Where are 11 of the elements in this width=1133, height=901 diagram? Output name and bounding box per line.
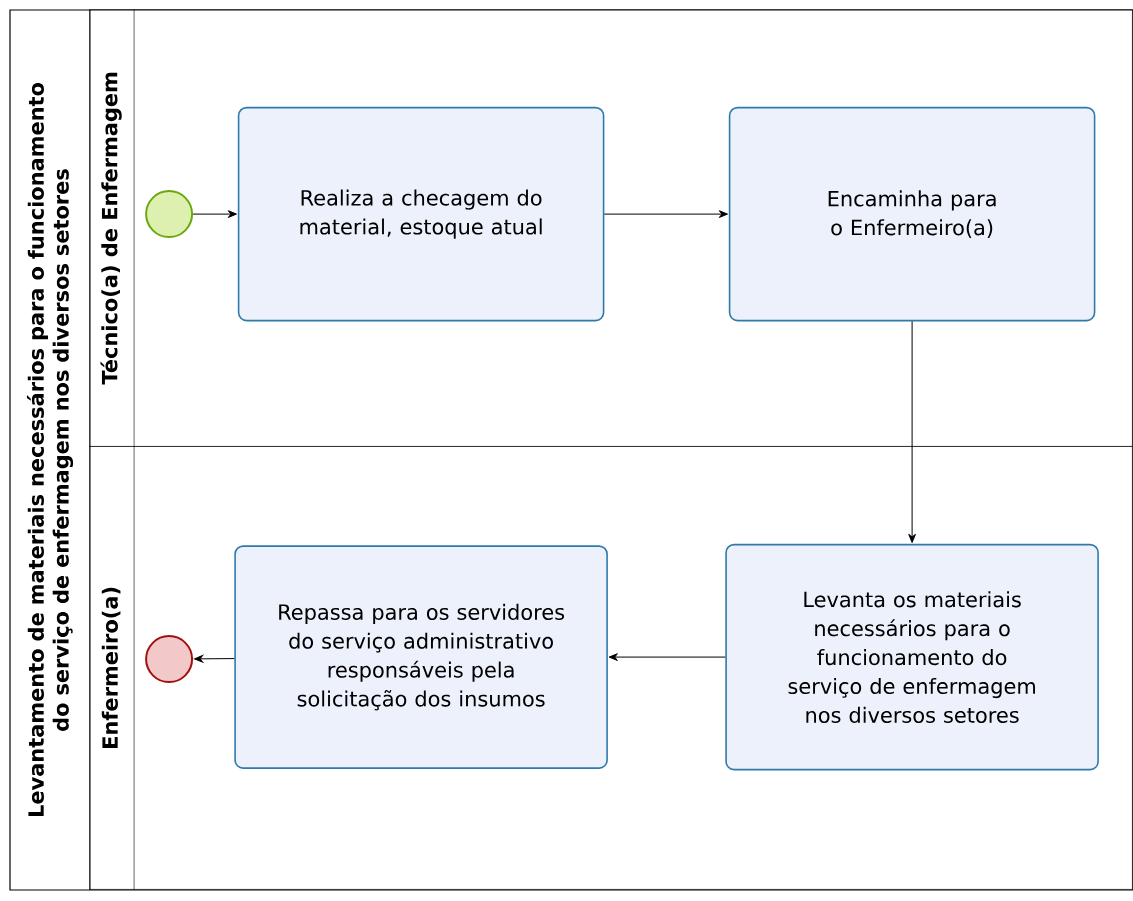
end-event-circle — [145, 635, 194, 684]
task-box: Encaminha para o Enfermeiro(a) — [728, 106, 1096, 322]
task-box: Repassa para os servidores do serviço administrativo responsáveis pela solicitação dos insumos — [234, 545, 608, 769]
arrow — [192, 210, 237, 218]
arrow — [608, 653, 726, 661]
task-box: Realiza a checagem do material, estoque atual — [237, 106, 605, 322]
arrow — [908, 320, 916, 543]
task-box: Levanta os materiais necessários para o funcionamento do serviço de enfermagem nos diversos setores — [725, 543, 1099, 771]
arrow — [603, 210, 728, 218]
start-event-circle — [145, 190, 194, 239]
arrow — [193, 654, 235, 663]
